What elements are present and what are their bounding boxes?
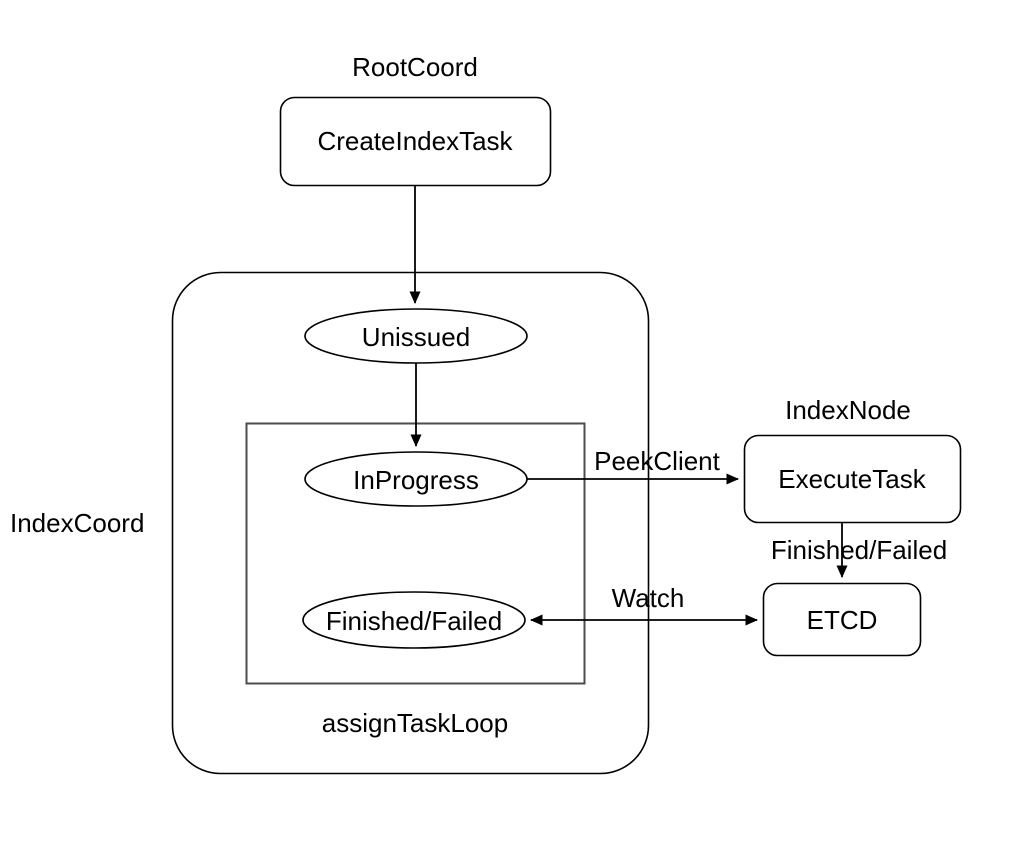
- edge-label-finished-failed: Finished/Failed: [770, 535, 948, 565]
- index-coord-container: [171, 271, 650, 775]
- group-label-index-coord: IndexCoord: [10, 508, 145, 538]
- execute-task-label: ExecuteTask: [778, 464, 926, 494]
- group-label-index-node: IndexNode: [785, 395, 911, 425]
- execute-task-box[interactable]: [743, 434, 962, 524]
- finished-failed-state-ellipse[interactable]: [302, 591, 526, 649]
- unissued-state-label: Unissued: [361, 322, 471, 352]
- create-index-task-label: CreateIndexTask: [317, 126, 513, 156]
- etcd-label: ETCD: [806, 605, 878, 635]
- edge-label-watch: Watch: [611, 583, 685, 613]
- in-progress-state-label: InProgress: [353, 465, 479, 495]
- group-label-root-coord: RootCoord: [352, 52, 478, 82]
- edge-label-peek-client: PeekClient: [594, 446, 720, 476]
- etcd-box[interactable]: [762, 582, 922, 657]
- finished-failed-state-label: Finished/Failed: [325, 606, 503, 636]
- group-label-assign-task-loop: assignTaskLoop: [321, 708, 509, 738]
